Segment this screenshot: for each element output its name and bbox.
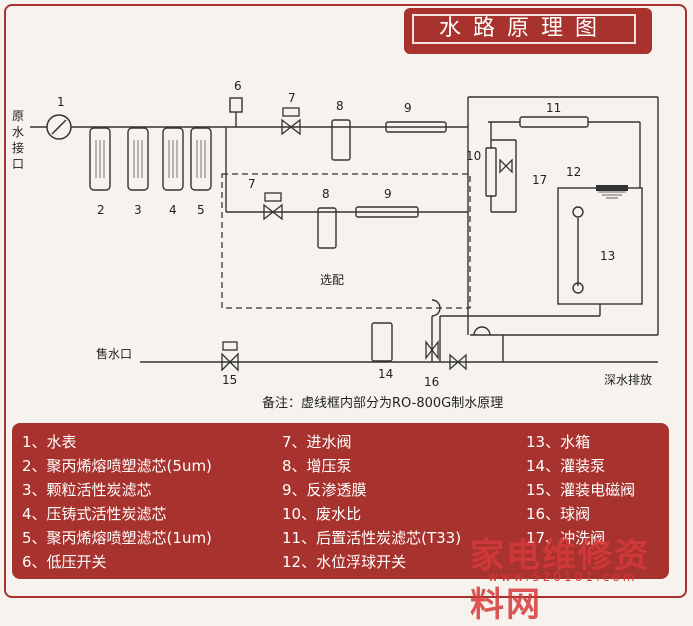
- num-4: 4: [169, 203, 177, 217]
- num-15: 15: [222, 373, 237, 387]
- num-7-top: 7: [288, 91, 296, 105]
- optional-label: 选配: [320, 273, 344, 287]
- legend-item: 9、反渗透膜: [282, 481, 367, 499]
- legend-item: 12、水位浮球开关: [282, 553, 407, 571]
- legend-panel: 1、水表 2、聚丙烯熔喷塑滤芯(5um) 3、颗粒活性炭滤芯 4、压铸式活性炭滤…: [12, 423, 669, 579]
- note-text: 备注：虚线框内部分为RO-800G制水原理: [262, 396, 504, 411]
- num-9-optional: 9: [384, 187, 392, 201]
- num-3: 3: [134, 203, 142, 217]
- legend-item: 7、进水阀: [282, 433, 352, 451]
- optional-dashed-box: [221, 173, 471, 309]
- water-circuit-diagram: 1 2 3 4 5 6 7 8 9 10 11 12 13 14 15 16 1…: [12, 79, 659, 389]
- num-8-top: 8: [336, 99, 344, 113]
- num-7-optional: 7: [248, 177, 256, 191]
- inlet-char-2: 水: [12, 125, 24, 139]
- sale-outlet-label: 售水口: [96, 346, 132, 361]
- drain-label: 深水排放: [604, 372, 652, 387]
- legend-item: 6、低压开关: [22, 553, 107, 571]
- legend-item: 14、灌装泵: [526, 457, 606, 475]
- num-6: 6: [234, 79, 242, 93]
- num-14: 14: [378, 367, 393, 381]
- title-banner: 水路原理图: [404, 8, 652, 54]
- watermark: 家电维修资料网 www.520101.com: [470, 528, 680, 625]
- legend-item: 11、后置活性炭滤芯(T33): [282, 529, 462, 547]
- legend-item: 15、灌装电磁阀: [526, 481, 636, 499]
- legend-item: 13、水箱: [526, 433, 591, 451]
- legend-item: 16、球阀: [526, 505, 591, 523]
- watermark-text: 家电维修资料网: [470, 536, 650, 625]
- num-10: 10: [466, 149, 481, 163]
- num-11: 11: [546, 101, 561, 115]
- legend-item: 2、聚丙烯熔喷塑滤芯(5um): [22, 457, 212, 475]
- watermark-url: www.520101.com: [488, 570, 638, 584]
- inlet-char-1: 原: [12, 109, 24, 123]
- num-16: 16: [424, 375, 439, 389]
- legend-item: 8、增压泵: [282, 457, 352, 475]
- page-title: 水路原理图: [412, 14, 636, 44]
- inlet-char-4: 口: [12, 157, 24, 171]
- legend-item: 3、颗粒活性炭滤芯: [22, 481, 152, 499]
- legend-item: 5、聚丙烯熔喷塑滤芯(1um): [22, 529, 212, 547]
- num-5: 5: [197, 203, 205, 217]
- num-12: 12: [566, 165, 581, 179]
- num-1: 1: [57, 95, 65, 109]
- legend-item: 10、废水比: [282, 505, 362, 523]
- num-13: 13: [600, 249, 615, 263]
- num-9-top: 9: [404, 101, 412, 115]
- num-8-optional: 8: [322, 187, 330, 201]
- num-17: 17: [532, 173, 547, 187]
- legend-item: 1、水表: [22, 433, 77, 451]
- num-2: 2: [97, 203, 105, 217]
- legend-item: 4、压铸式活性炭滤芯: [22, 505, 167, 523]
- legend-item: 17、冲洗阀: [526, 529, 606, 547]
- inlet-char-3: 接: [12, 140, 24, 155]
- outer-frame: [4, 4, 687, 598]
